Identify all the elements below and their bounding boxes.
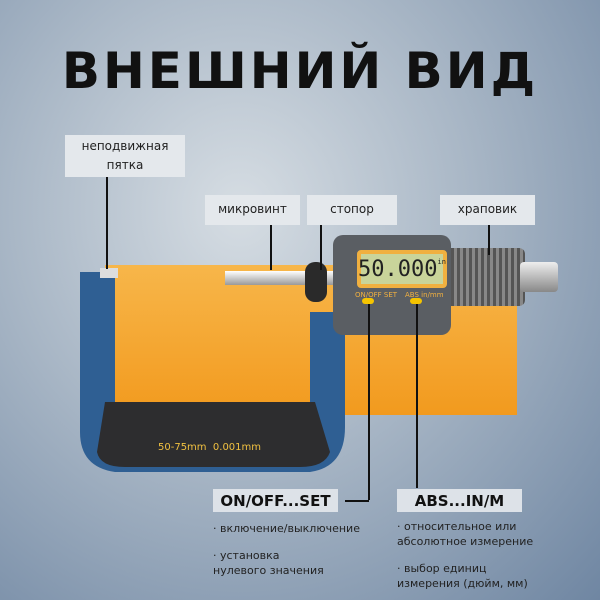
micrometer-frame <box>80 272 345 472</box>
thimble-end <box>520 262 558 292</box>
leader-line <box>106 177 108 269</box>
desc-item: · установка нулевого значения <box>213 548 324 577</box>
label-anvil: неподвижная пятка <box>65 135 185 177</box>
label-abs-in-m: ABS...IN/M <box>397 489 522 512</box>
page-title: ВНЕШНИЙ ВИД <box>61 42 539 100</box>
desc-abs-in-m: · относительное или абсолютное измерение… <box>397 520 547 591</box>
label-spindle: микровинт <box>205 195 300 225</box>
leader-line <box>368 304 370 500</box>
frame-text: 50-75mm 0.001mm <box>158 442 261 453</box>
button-caption-left: ON/OFF SET <box>355 291 398 299</box>
resolution-text: 0.001mm <box>212 442 262 453</box>
on-off-set-button[interactable] <box>362 298 374 304</box>
label-lock: стопор <box>307 195 397 225</box>
leader-line <box>488 225 490 255</box>
label-on-off-set: ON/OFF...SET <box>213 489 338 512</box>
desc-item: · относительное или абсолютное измерение <box>397 520 534 548</box>
leader-line <box>320 225 322 270</box>
desc-on-off-set: · включение/выключение · установка нулев… <box>213 522 363 579</box>
range-text: 50-75mm <box>158 442 207 453</box>
anvil <box>100 268 118 278</box>
leader-line <box>345 500 369 502</box>
leader-line <box>416 304 418 488</box>
leader-line <box>270 225 272 270</box>
desc-item: · выбор единиц измерения (дюйм, мм) <box>397 561 528 590</box>
button-caption-right: ABS in/mm <box>405 291 444 299</box>
display-value: 50.000 <box>358 256 438 282</box>
lock-lever <box>305 262 327 302</box>
abs-in-mm-button[interactable] <box>410 298 422 304</box>
desc-item: · включение/выключение <box>213 522 360 535</box>
display-unit: in <box>437 258 446 266</box>
ratchet <box>445 248 525 306</box>
label-ratchet: храповик <box>440 195 535 225</box>
